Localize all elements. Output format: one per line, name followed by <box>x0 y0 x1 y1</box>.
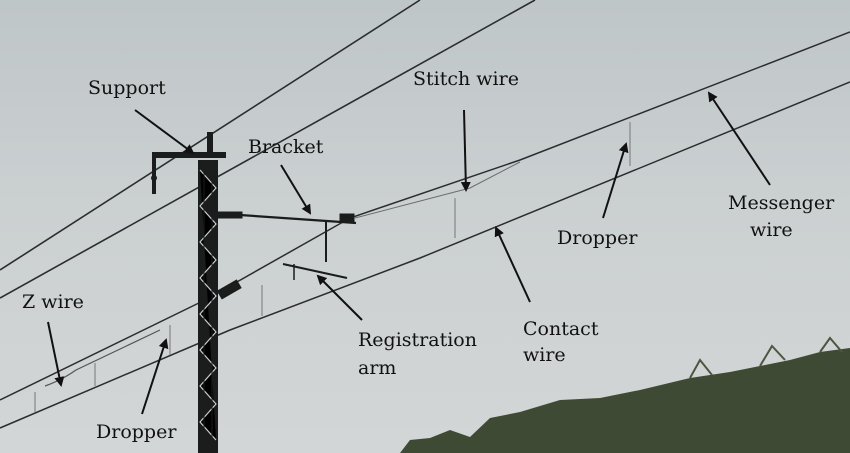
arrow-z-wire <box>47 321 65 387</box>
arrow-bracket <box>280 164 312 215</box>
label-bracket: Bracket <box>248 136 324 158</box>
foliage-tips <box>689 336 843 379</box>
arrow-registration-arm <box>316 274 363 321</box>
arrow-dropper-left <box>141 338 169 415</box>
label-contact-wire-1: Contact <box>523 318 599 340</box>
stitch-wire <box>354 161 521 219</box>
support-crossarm <box>151 132 226 194</box>
bracket-assembly <box>217 211 357 262</box>
arrow-support <box>134 109 195 155</box>
z-wire <box>44 329 161 387</box>
foliage <box>400 348 850 453</box>
label-messenger-wire-2: wire <box>750 219 793 241</box>
label-contact-wire-2: wire <box>523 344 566 366</box>
label-dropper-right: Dropper <box>557 227 638 249</box>
droppers <box>34 122 631 412</box>
registration-arm-assembly <box>216 263 348 300</box>
label-dropper-left: Dropper <box>96 421 177 443</box>
arrow-stitch-wire <box>460 109 471 192</box>
contact-wire <box>0 81 850 429</box>
annotation-arrows <box>47 91 771 415</box>
label-z-wire: Z wire <box>22 291 84 313</box>
label-registration-arm-2: arm <box>358 357 397 379</box>
arrow-contact-wire <box>494 226 531 303</box>
arrow-messenger-wire <box>707 91 771 186</box>
support-mast <box>198 160 218 453</box>
arrow-dropper-right <box>602 142 629 219</box>
label-stitch-wire: Stitch wire <box>413 68 519 90</box>
label-support: Support <box>88 77 166 99</box>
label-messenger-wire-1: Messenger <box>728 192 835 214</box>
label-registration-arm-1: Registration <box>358 329 477 351</box>
upper-feeder-wire-2 <box>0 0 536 299</box>
